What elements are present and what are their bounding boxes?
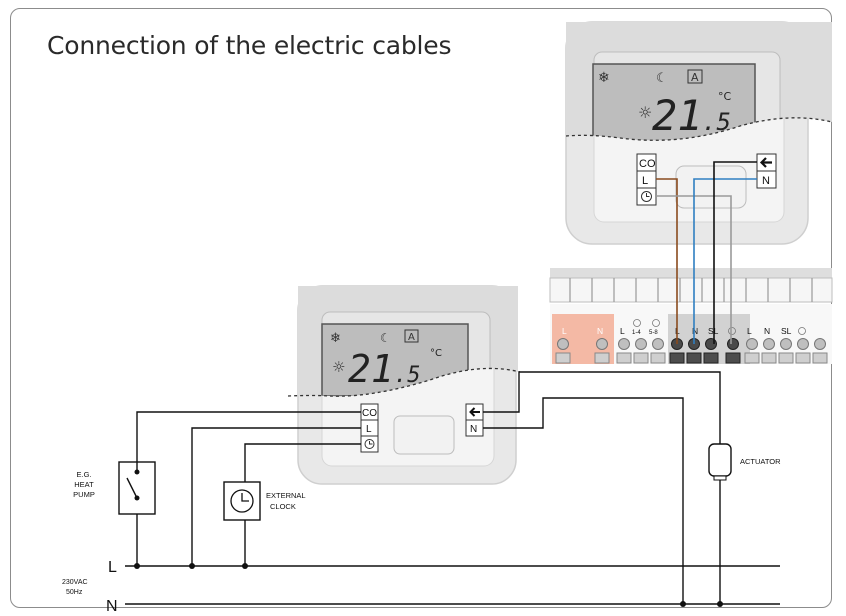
thermostat-lower: ❄ ☾ A ☼ 21 .5 °C CO L N	[287, 285, 521, 485]
lcd-display-lower: ❄ ☾ A ☼ 21 .5 °C	[330, 329, 442, 391]
terminal-co: CO	[639, 158, 656, 170]
heat-pump-label: HEAT	[74, 480, 94, 489]
mode-letter: A	[408, 332, 415, 343]
external-clock	[223, 481, 261, 521]
wire-junctions	[134, 563, 723, 607]
temperature-reading: 21	[652, 91, 703, 140]
terminal-l: L	[642, 175, 648, 187]
arrow-left-icon	[469, 407, 480, 417]
wires-top	[656, 161, 757, 344]
heat-pump-switch	[118, 461, 156, 515]
rail-label: 5-8	[649, 330, 658, 336]
rail-label: L	[562, 326, 567, 336]
lcd-display: ❄ ☾ A ☼ 21 .5 °C	[598, 69, 732, 140]
clock-terminal-icon	[364, 439, 375, 449]
terminal-screws	[557, 338, 826, 350]
supply-frequency-label: 50Hz	[66, 589, 83, 596]
actuator	[708, 443, 732, 481]
temperature-decimal: .5	[394, 363, 421, 388]
terminal-n: N	[470, 424, 477, 435]
unit-label: °C	[430, 348, 442, 359]
thermostat-top: ❄ ☾ A ☼ 21 .5 °C CO L N	[565, 21, 833, 245]
page-title: Connection of the electric cables	[47, 31, 452, 60]
lower-terminal-block-left: CO L	[360, 403, 379, 453]
temperature-reading: 21	[348, 347, 394, 391]
arrow-left-icon	[759, 157, 772, 168]
terminal-rail: L N L 1-4 5-8 L N SL L N SL	[549, 268, 833, 364]
line-l-label: L	[108, 559, 117, 576]
lower-terminal-block-right: N	[465, 403, 484, 437]
clock-rail-icons	[633, 319, 806, 335]
clock-terminal-icon	[641, 191, 652, 202]
supply-voltage-label: 230VAC	[62, 579, 88, 586]
rail-label: SL	[781, 326, 792, 336]
line-n-label: N	[106, 598, 118, 615]
terminal-co: CO	[362, 408, 377, 419]
rail-label: N	[692, 326, 698, 336]
wires-lower	[125, 371, 780, 605]
rail-label: N	[764, 326, 770, 336]
sun-icon: ☼	[332, 358, 345, 376]
heat-pump-label: E.G.	[76, 470, 91, 479]
actuator-label: ACTUATOR	[740, 457, 781, 466]
rail-label: L	[747, 326, 752, 336]
frost-icon: ❄	[598, 70, 610, 86]
moon-icon: ☾	[380, 331, 391, 345]
external-clock-label: EXTERNAL	[266, 491, 306, 500]
top-terminal-block-right: N	[756, 153, 777, 189]
rail-label: N	[597, 326, 603, 336]
mode-letter: A	[691, 71, 699, 84]
clock-icon	[230, 489, 254, 513]
sun-icon: ☼	[638, 103, 652, 122]
external-clock-label: CLOCK	[270, 502, 296, 511]
rail-label: 1-4	[632, 330, 641, 336]
terminal-l: L	[366, 424, 372, 435]
top-terminal-block-left: CO L	[636, 153, 657, 206]
unit-label: °C	[718, 90, 732, 103]
moon-icon: ☾	[656, 71, 668, 86]
terminal-n: N	[762, 175, 770, 187]
rail-label: L	[620, 326, 625, 336]
diagram-frame: Connection of the electric cables	[10, 8, 832, 608]
frost-icon: ❄	[330, 331, 341, 346]
heat-pump-label: PUMP	[73, 490, 95, 499]
